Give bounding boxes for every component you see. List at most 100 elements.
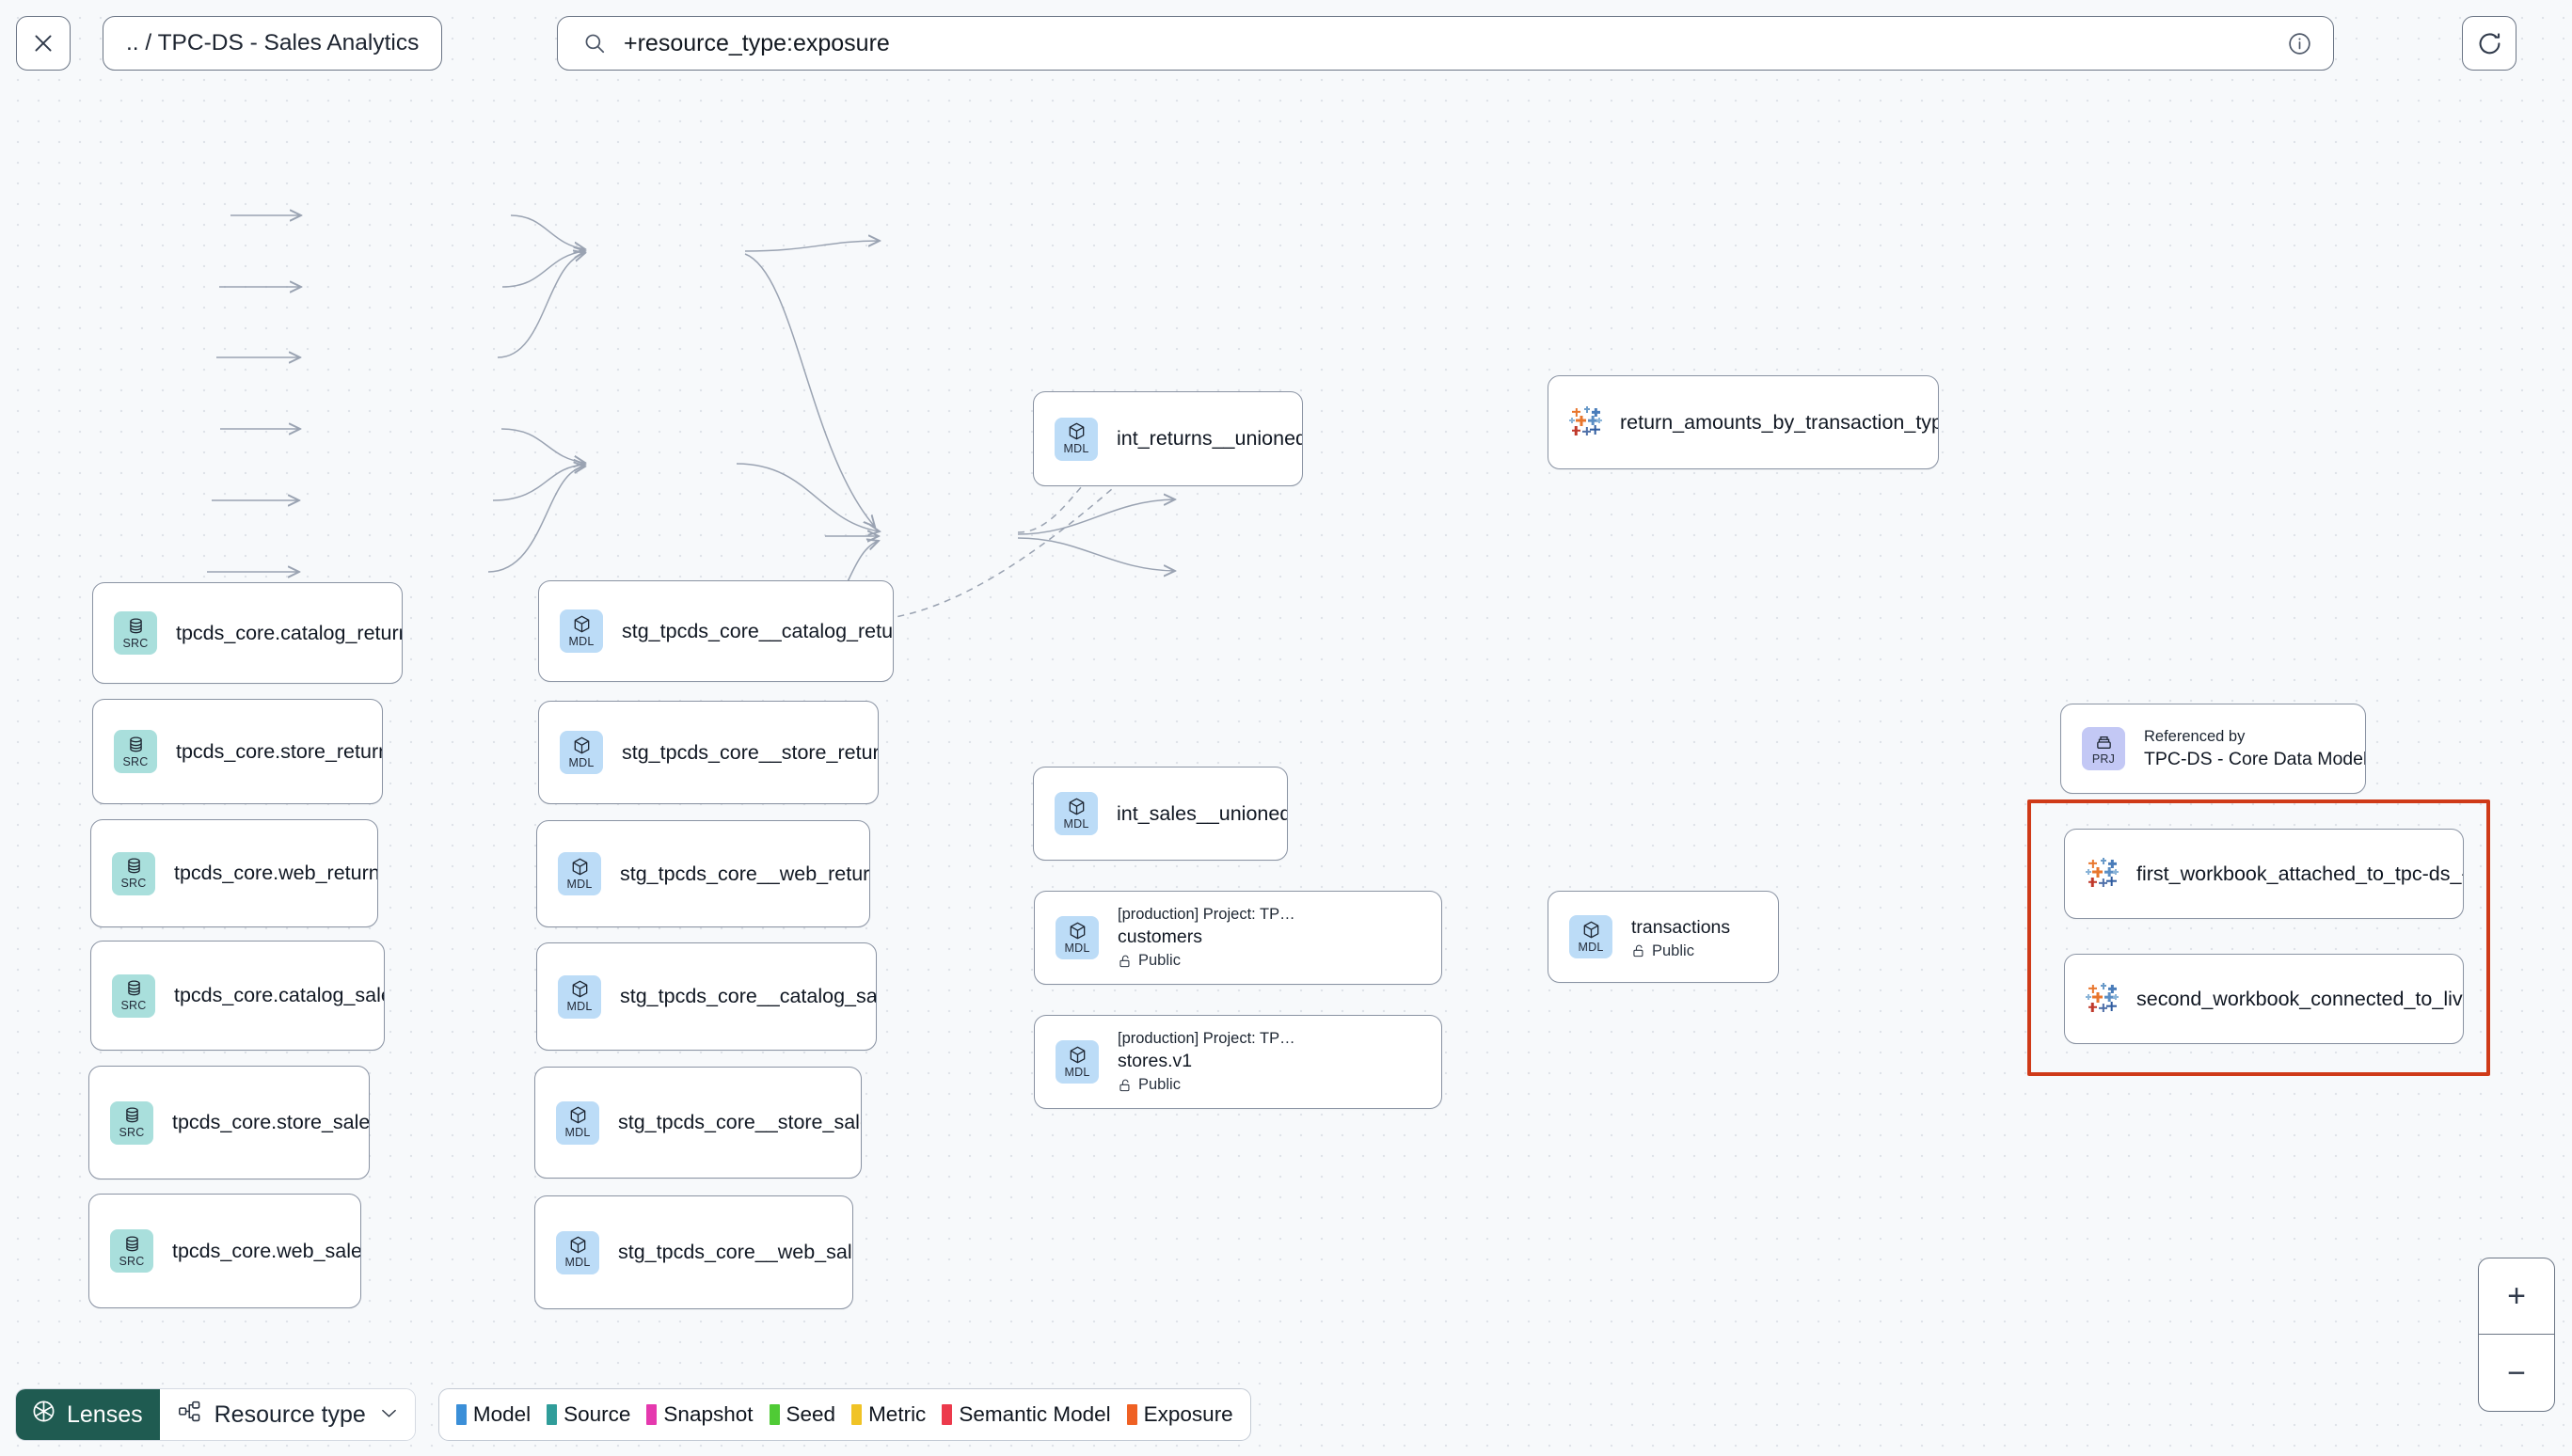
bottom-toolbar: Lenses Resource type	[15, 1388, 1251, 1441]
resource-type-dropdown[interactable]: Resource type	[159, 1389, 415, 1440]
graph-node-mdl-customers[interactable]: MDL[production] Project: TPC-DS - Core D…	[1034, 891, 1442, 985]
badge-label: MDL	[566, 1000, 593, 1014]
close-icon	[35, 35, 52, 52]
graph-node-exp-return-amounts[interactable]: return_amounts_by_transaction_type	[1548, 375, 1939, 469]
lenses-button[interactable]: Lenses	[16, 1389, 160, 1440]
graph-node-src-catalog-returns[interactable]: SRC tpcds_core.catalog_returns	[92, 582, 403, 684]
database-icon	[122, 1106, 142, 1124]
mdl-badge: MDL	[560, 731, 603, 774]
tableau-logo-icon	[1569, 406, 1602, 438]
chevron-down-icon	[380, 1405, 398, 1424]
zoom-in-button[interactable]: +	[2479, 1258, 2554, 1335]
src-badge: SRC	[114, 730, 157, 773]
hierarchy-icon	[177, 1399, 202, 1431]
node-text: tpcds_core.web_returns	[174, 862, 377, 885]
cube-icon	[1068, 922, 1088, 940]
cube-icon	[1067, 422, 1087, 440]
graph-node-mdl-stores-v1[interactable]: MDL[production] Project: TPC-DS - Core D…	[1034, 1015, 1442, 1109]
zoom-controls[interactable]: + −	[2478, 1258, 2555, 1412]
badge-label: MDL	[568, 634, 595, 648]
legend-item-model[interactable]: Model	[455, 1402, 531, 1427]
src-badge: SRC	[110, 1229, 153, 1273]
legend-item-seed[interactable]: Seed	[769, 1402, 836, 1427]
close-button[interactable]	[16, 16, 71, 71]
graph-node-stg-catalog-returns[interactable]: MDL stg_tpcds_core__catalog_returns	[538, 580, 894, 682]
node-name: tpcds_core.store_sales	[172, 1111, 369, 1133]
search-icon	[582, 31, 607, 55]
graph-node-stg-store-returns[interactable]: MDL stg_tpcds_core__store_returns	[538, 701, 879, 804]
node-text: stg_tpcds_core__store_sales	[618, 1111, 861, 1134]
src-badge: SRC	[114, 611, 157, 655]
zoom-out-button[interactable]: −	[2507, 1354, 2526, 1391]
node-name: stg_tpcds_core__catalog_returns	[622, 619, 893, 642]
badge-label: MDL	[564, 1256, 591, 1270]
legend-item-source[interactable]: Source	[547, 1402, 630, 1427]
node-text: [production] Project: TPC-DS - Core Data…	[1118, 906, 1314, 970]
badge-label: SRC	[120, 877, 147, 891]
stack-icon	[2094, 733, 2114, 751]
badge-label: SRC	[119, 1254, 145, 1268]
node-project-label: Referenced by	[2144, 727, 2246, 745]
legend-swatch	[455, 1404, 467, 1425]
legend-item-semantic-model[interactable]: Semantic Model	[942, 1402, 1111, 1427]
node-name: tpcds_core.web_sales	[172, 1239, 360, 1262]
node-name: stg_tpcds_core__web_sales	[618, 1241, 852, 1263]
search-input[interactable]: +resource_type:exposure	[557, 16, 2334, 71]
graph-node-stg-web-sales[interactable]: MDL stg_tpcds_core__web_sales	[534, 1195, 853, 1309]
node-name: int_returns__unioned	[1117, 427, 1302, 450]
aperture-icon	[31, 1399, 56, 1431]
info-icon[interactable]	[2287, 31, 2312, 56]
refresh-button[interactable]	[2462, 16, 2516, 71]
legend-swatch	[769, 1404, 780, 1425]
node-text: second_workbook_connected_to_live…	[2136, 988, 2463, 1011]
node-text: first_workbook_attached_to_tpc-ds_-_…	[2136, 863, 2463, 886]
legend-swatch	[547, 1404, 558, 1425]
node-text: stg_tpcds_core__web_returns	[620, 863, 869, 886]
node-text: tpcds_core.web_sales	[172, 1240, 360, 1263]
lenses-label: Lenses	[67, 1401, 143, 1428]
search-value: +resource_type:exposure	[624, 29, 890, 56]
legend-label: Semantic Model	[959, 1402, 1111, 1426]
mdl-badge: MDL	[560, 609, 603, 653]
graph-node-exp-second-workbook[interactable]: second_workbook_connected_to_live…	[2064, 954, 2464, 1044]
node-project-label: [production] Project: TPC-DS - Core Data…	[1118, 1030, 1301, 1047]
legend-item-snapshot[interactable]: Snapshot	[646, 1402, 754, 1427]
node-text: tpcds_core.catalog_returns	[176, 622, 402, 645]
graph-node-src-web-sales[interactable]: SRC tpcds_core.web_sales	[88, 1194, 361, 1308]
legend-swatch	[851, 1404, 863, 1425]
src-badge: SRC	[110, 1100, 153, 1145]
lock-icon	[1118, 1078, 1133, 1093]
breadcrumb[interactable]: .. / TPC-DS - Sales Analytics	[103, 16, 443, 71]
node-text: [production] Project: TPC-DS - Core Data…	[1118, 1030, 1314, 1094]
node-name: tpcds_core.catalog_returns	[176, 621, 402, 644]
database-icon	[126, 736, 146, 753]
legend-item-metric[interactable]: Metric	[851, 1402, 926, 1427]
node-visibility: Public	[1631, 942, 1730, 960]
badge-label: SRC	[120, 999, 147, 1013]
graph-node-src-web-returns[interactable]: SRC tpcds_core.web_returns	[90, 819, 378, 927]
graph-node-exp-first-workbook[interactable]: first_workbook_attached_to_tpc-ds_-_…	[2064, 829, 2464, 919]
badge-label: MDL	[568, 755, 595, 769]
node-name: stg_tpcds_core__store_returns	[622, 740, 878, 764]
legend-swatch	[942, 1404, 953, 1425]
legend-item-exposure[interactable]: Exposure	[1126, 1402, 1233, 1427]
cube-icon	[572, 615, 592, 633]
node-name: TPC-DS - Core Data Models	[2144, 748, 2365, 769]
node-name: second_workbook_connected_to_live…	[2136, 987, 2463, 1010]
node-text: tpcds_core.catalog_sales	[174, 984, 384, 1007]
legend-label: Seed	[786, 1402, 836, 1426]
graph-node-src-catalog-sales[interactable]: SRC tpcds_core.catalog_sales	[90, 941, 385, 1051]
lenses-group: Lenses Resource type	[15, 1388, 416, 1441]
graph-node-src-store-sales[interactable]: SRC tpcds_core.store_sales	[88, 1066, 370, 1179]
